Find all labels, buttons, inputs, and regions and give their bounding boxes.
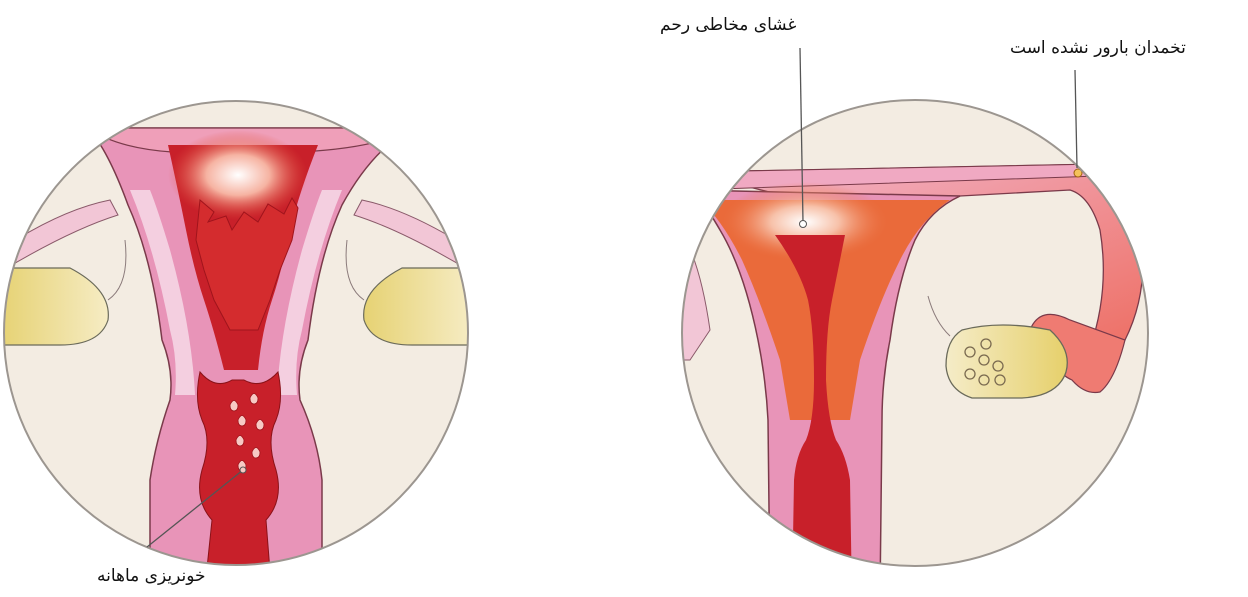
blood-drop [250,394,258,405]
menstruation-figure [0,101,472,597]
endometrium-figure [680,100,1148,597]
menstrual-leader-dot [240,467,246,473]
ovum-leader-line [1075,70,1077,168]
right-ovary [946,325,1067,398]
blood-drop [256,420,264,431]
menstrual-bleeding-label: خونریزی ماهانه [97,568,206,585]
blood-drop [230,401,238,412]
blood-drop [236,436,244,447]
endometrium-label: غشای مخاطی رحم [660,17,796,34]
left-endometrium-glow [168,130,308,220]
unfertilized-ovum-label: تخمدان بارور نشده است [1010,40,1186,57]
blood-drop [238,416,246,427]
endometrium-leader-dot [800,221,807,228]
blood-drop [252,448,260,459]
